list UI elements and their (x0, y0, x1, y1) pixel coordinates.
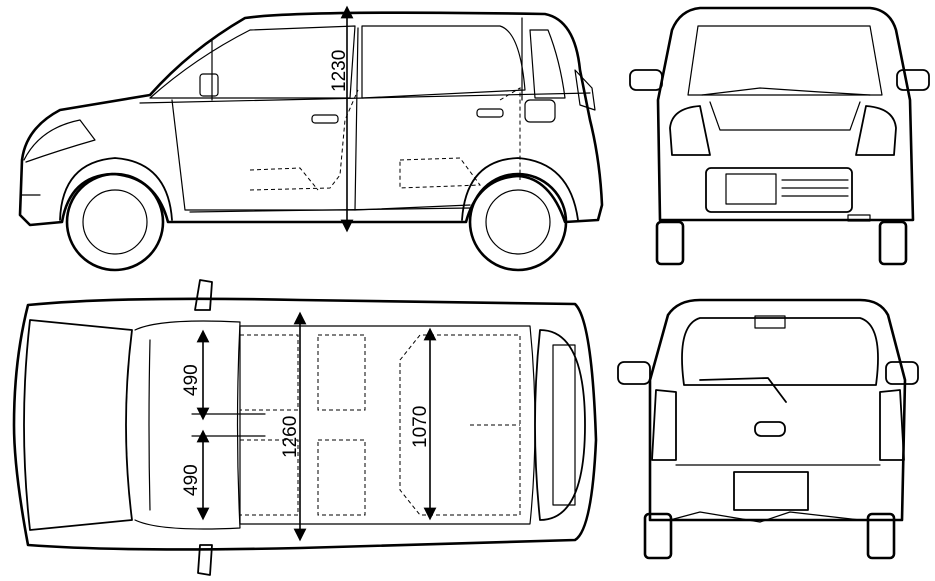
front-wheel (65, 172, 165, 272)
interior-width-label: 1260 (280, 416, 301, 458)
rear-interior-width-label: 1070 (410, 406, 431, 448)
left-mirror (629, 69, 663, 91)
front-view (629, 6, 930, 266)
side-view: 1230 (18, 5, 604, 272)
right-mirror (896, 69, 930, 91)
top-view: 1260 1070 490 490 (12, 279, 598, 576)
rear-wheel (468, 172, 568, 272)
height-dimension-label: 1230 (329, 50, 350, 92)
front-seat-lower-label: 490 (181, 464, 202, 496)
license-plate (733, 471, 809, 511)
front-seat-upper-label: 490 (181, 364, 202, 396)
front-grille (705, 167, 853, 213)
rear-view (617, 298, 919, 560)
